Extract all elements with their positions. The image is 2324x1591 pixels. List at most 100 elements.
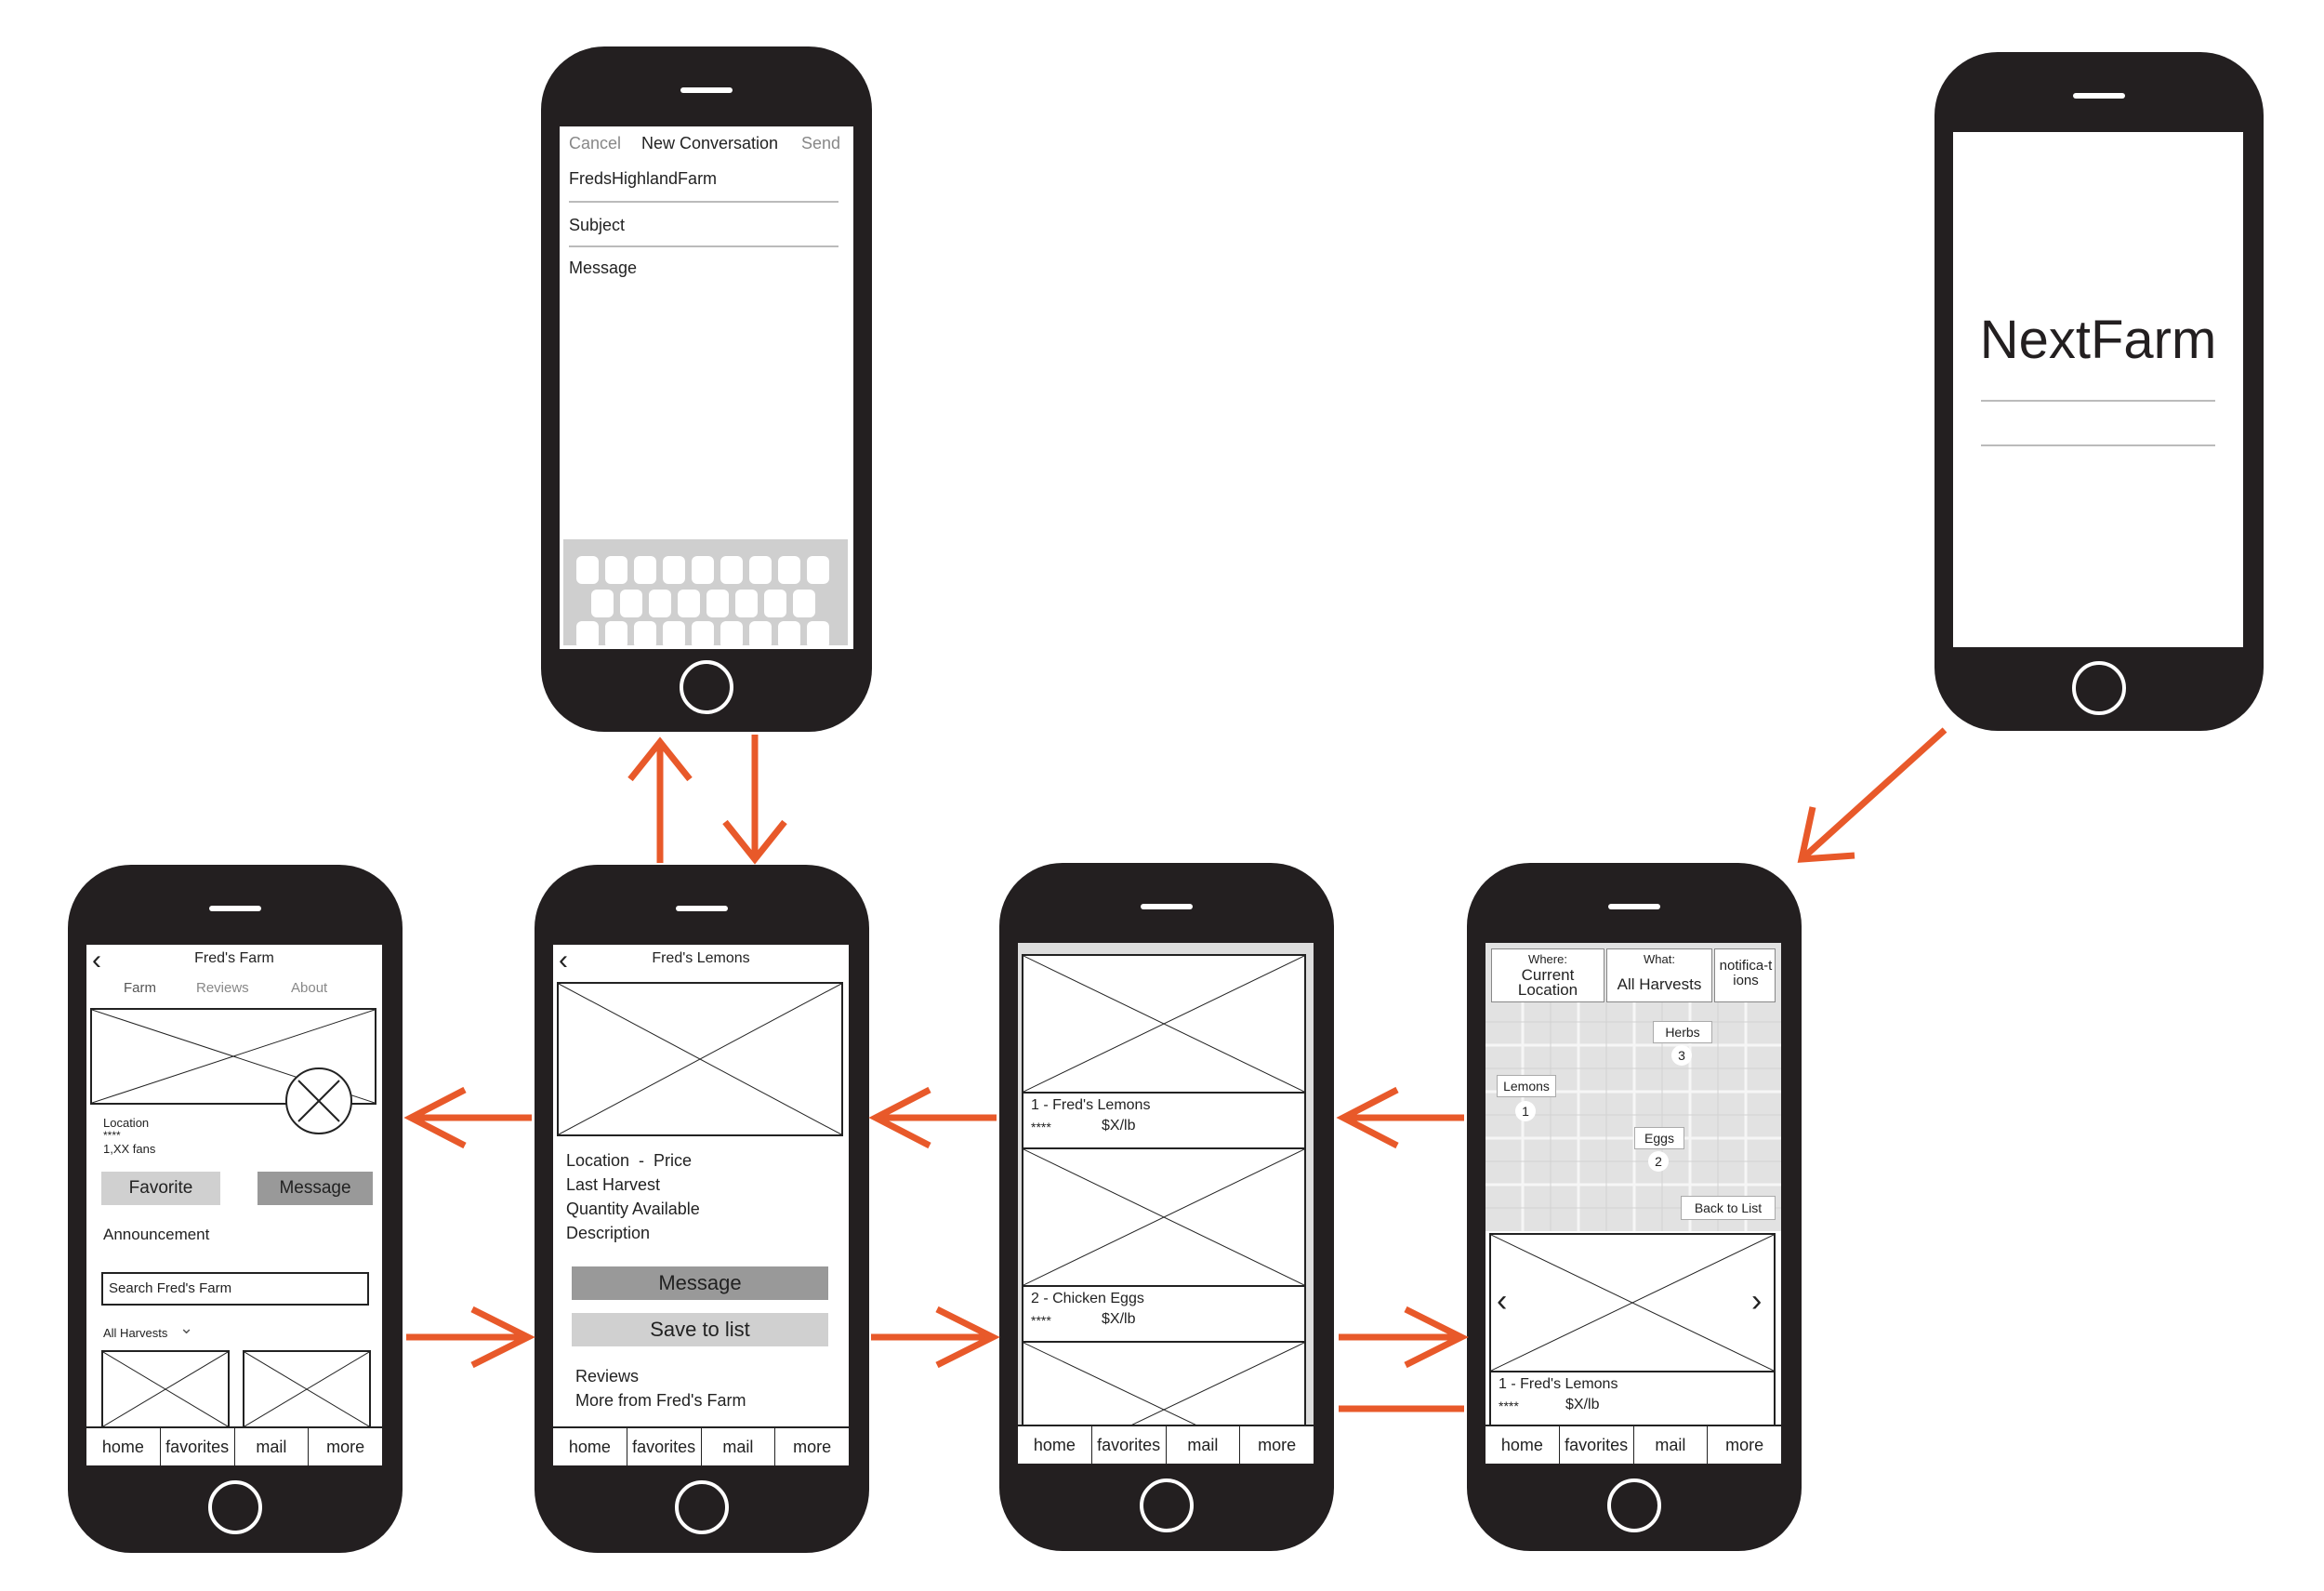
announcement: Announcement xyxy=(103,1226,210,1243)
tab-mail[interactable]: mail xyxy=(702,1428,776,1465)
tab-favorites[interactable]: favorites xyxy=(627,1428,702,1465)
key[interactable] xyxy=(749,621,772,649)
compose-screen: Cancel New Conversation Send FredsHighla… xyxy=(560,126,853,649)
tab-mail[interactable]: mail xyxy=(1167,1426,1241,1464)
page-title: Fred's Farm xyxy=(194,950,274,966)
key[interactable] xyxy=(807,621,829,649)
key[interactable] xyxy=(620,590,642,617)
key[interactable] xyxy=(735,590,758,617)
chevron-down-icon[interactable]: ⌄ xyxy=(179,1319,194,1337)
harvest-filter[interactable]: All Harvests xyxy=(103,1326,168,1340)
key[interactable] xyxy=(720,621,743,649)
tab-more[interactable]: more xyxy=(1725,1435,1764,1454)
chevron-right-icon[interactable]: › xyxy=(1751,1283,1763,1319)
key[interactable] xyxy=(778,621,800,649)
home-hardware-button[interactable] xyxy=(208,1480,262,1534)
harvest-thumbnail[interactable] xyxy=(101,1350,230,1428)
back-chevron-icon[interactable]: ‹ xyxy=(92,945,101,975)
arrow-list-to-product xyxy=(868,1086,997,1149)
back-chevron-icon[interactable]: ‹ xyxy=(559,945,568,975)
send-button[interactable]: Send xyxy=(801,134,841,152)
tab-favorites[interactable]: favorites xyxy=(1092,1426,1167,1464)
recipient-field[interactable]: FredsHighlandFarm xyxy=(569,169,718,188)
map-view[interactable]: Where: Current Location What: All Harves… xyxy=(1486,943,1781,1231)
what-filter[interactable]: What: All Harvests xyxy=(1606,948,1712,1002)
list-item[interactable]: 1 - Fred's Lemons **** $X/lb xyxy=(1023,1094,1304,1149)
list-item[interactable]: 2 - Chicken Eggs **** $X/lb xyxy=(1023,1287,1304,1343)
more-from-farm-link[interactable]: More from Fred's Farm xyxy=(575,1391,746,1410)
map-pin-lemons[interactable]: Lemons xyxy=(1497,1075,1556,1097)
key[interactable] xyxy=(591,590,614,617)
key[interactable] xyxy=(634,621,656,649)
search-input[interactable]: Search Fred's Farm xyxy=(101,1272,369,1306)
speaker-slot xyxy=(680,87,733,93)
home-hardware-button[interactable] xyxy=(1607,1478,1661,1532)
result-card[interactable]: ‹ › 1 - Fred's Lemons **** $X/lb xyxy=(1489,1233,1776,1426)
speaker-slot xyxy=(2073,93,2125,99)
key[interactable] xyxy=(778,556,800,584)
tab-about[interactable]: About xyxy=(291,980,328,996)
key[interactable] xyxy=(749,556,772,584)
key[interactable] xyxy=(634,556,656,584)
tab-home[interactable]: home xyxy=(1486,1426,1560,1464)
key[interactable] xyxy=(663,621,685,649)
back-to-list-button[interactable]: Back to List xyxy=(1681,1196,1776,1220)
phone-list: 1 - Fred's Lemons **** $X/lb 2 - Chicken… xyxy=(999,863,1334,1551)
tab-home[interactable]: home xyxy=(86,1428,161,1465)
tab-mail[interactable]: mail xyxy=(1634,1426,1709,1464)
message-field[interactable]: Message xyxy=(569,259,638,277)
key[interactable] xyxy=(720,556,743,584)
favorite-button[interactable]: Favorite xyxy=(101,1172,220,1205)
message-button[interactable]: Message xyxy=(572,1266,828,1300)
tab-more[interactable]: more xyxy=(1258,1435,1297,1454)
tab-more[interactable]: more xyxy=(793,1437,832,1456)
home-hardware-button[interactable] xyxy=(680,660,733,714)
key[interactable] xyxy=(649,590,671,617)
image-placeholder: ‹ › xyxy=(1491,1235,1774,1372)
chevron-left-icon[interactable]: ‹ xyxy=(1497,1283,1508,1319)
tab-farm[interactable]: Farm xyxy=(124,980,156,996)
splash-divider-2 xyxy=(1981,444,2215,446)
key[interactable] xyxy=(807,556,829,584)
tab-home[interactable]: home xyxy=(1018,1426,1092,1464)
save-to-list-button[interactable]: Save to list xyxy=(572,1313,828,1346)
key[interactable] xyxy=(692,556,714,584)
tab-bar: home favorites mail more xyxy=(86,1426,382,1465)
cancel-button[interactable]: Cancel xyxy=(569,134,622,152)
home-hardware-button[interactable] xyxy=(675,1480,729,1534)
keyboard[interactable] xyxy=(563,539,848,649)
key[interactable] xyxy=(576,621,599,649)
message-button[interactable]: Message xyxy=(257,1172,373,1205)
map-pin-eggs[interactable]: Eggs xyxy=(1634,1127,1684,1149)
phone-compose: Cancel New Conversation Send FredsHighla… xyxy=(541,46,872,732)
tab-mail[interactable]: mail xyxy=(235,1428,310,1465)
image-placeholder xyxy=(1023,956,1304,1094)
tab-reviews[interactable]: Reviews xyxy=(196,980,249,996)
key[interactable] xyxy=(764,590,786,617)
key[interactable] xyxy=(605,556,627,584)
home-hardware-button[interactable] xyxy=(2072,661,2126,715)
harvest-thumbnail[interactable] xyxy=(243,1350,371,1428)
results-list[interactable]: 1 - Fred's Lemons **** $X/lb 2 - Chicken… xyxy=(1022,954,1306,1426)
where-filter[interactable]: Where: Current Location xyxy=(1491,948,1604,1002)
key[interactable] xyxy=(605,621,627,649)
reviews-link[interactable]: Reviews xyxy=(575,1367,640,1385)
what-value: All Harvests xyxy=(1617,975,1702,993)
tab-home[interactable]: home xyxy=(553,1428,627,1465)
key[interactable] xyxy=(663,556,685,584)
image-placeholder xyxy=(1023,1343,1304,1426)
key[interactable] xyxy=(576,556,599,584)
notifications-button[interactable]: notifica-tions xyxy=(1714,948,1776,1002)
key[interactable] xyxy=(692,621,714,649)
arrow-product-to-compose xyxy=(627,736,693,863)
tab-more[interactable]: more xyxy=(326,1437,365,1456)
avatar xyxy=(285,1067,352,1134)
tab-favorites[interactable]: favorites xyxy=(1560,1426,1634,1464)
key[interactable] xyxy=(706,590,729,617)
key[interactable] xyxy=(678,590,700,617)
map-pin-herbs[interactable]: Herbs xyxy=(1653,1021,1712,1043)
tab-favorites[interactable]: favorites xyxy=(161,1428,235,1465)
key[interactable] xyxy=(793,590,815,617)
subject-field[interactable]: Subject xyxy=(569,216,626,234)
home-hardware-button[interactable] xyxy=(1140,1478,1194,1532)
